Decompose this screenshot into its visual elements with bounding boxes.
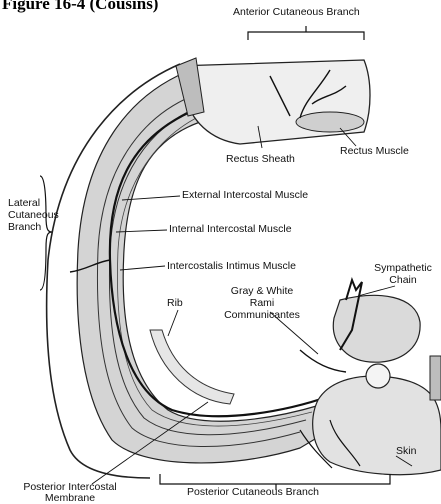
label-lateral-line-1: Lateral	[8, 198, 40, 209]
label-rami-line-1: Gray & White	[214, 286, 310, 297]
label-rami-line-2: Rami	[214, 298, 310, 309]
rectus-muscle-shape	[296, 112, 364, 132]
vertebral-body	[333, 295, 420, 362]
edge-fragment	[430, 356, 441, 400]
leader-rib	[168, 310, 178, 336]
rami-connection	[300, 350, 346, 372]
label-internal-intercostal-muscle: Internal Intercostal Muscle	[169, 224, 292, 235]
leader-sympathetic	[358, 286, 395, 296]
label-skin: Skin	[396, 446, 416, 457]
figure-title: Figure 16-4 (Cousins)	[2, 0, 158, 14]
label-anterior-cutaneous-branch: Anterior Cutaneous Branch	[233, 7, 360, 18]
label-rami-line-3: Communicantes	[214, 310, 310, 321]
lateral-bracket	[40, 176, 52, 290]
label-lateral-line-3: Branch	[8, 222, 41, 233]
spinal-cord	[366, 364, 390, 388]
rib	[150, 330, 234, 404]
label-rectus-muscle: Rectus Muscle	[340, 146, 409, 157]
label-posterior-membrane-line-2: Membrane	[0, 493, 140, 504]
label-sympathetic-line-2: Chain	[368, 275, 438, 286]
label-intercostalis-intimus-muscle: Intercostalis Intimus Muscle	[167, 261, 296, 272]
anterior-bracket	[248, 26, 364, 40]
label-posterior-cutaneous-branch: Posterior Cutaneous Branch	[187, 487, 319, 498]
label-sympathetic-line-1: Sympathetic	[368, 263, 438, 274]
label-rib: Rib	[167, 298, 183, 309]
label-rectus-sheath: Rectus Sheath	[226, 154, 295, 165]
label-lateral-line-2: Cutaneous	[8, 210, 59, 221]
leader-intimus	[120, 266, 165, 270]
label-external-intercostal-muscle: External Intercostal Muscle	[182, 190, 308, 201]
